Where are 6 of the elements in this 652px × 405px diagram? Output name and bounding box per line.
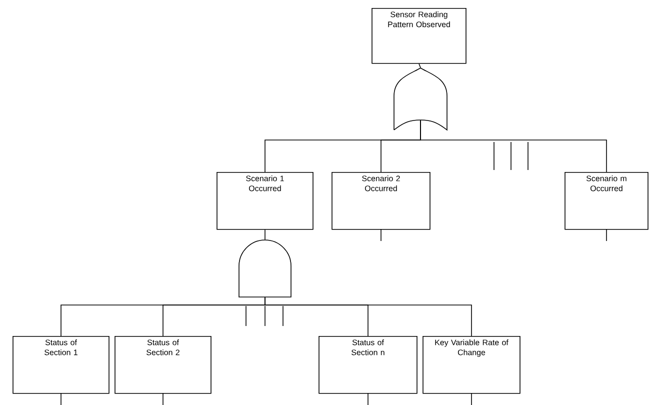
- connector-line: [418, 63, 421, 68]
- connector-line: [264, 229, 266, 240]
- connector-line: [420, 120, 607, 172]
- connector-line: [264, 297, 472, 336]
- and-gate: [238, 240, 292, 298]
- or-gate: [394, 68, 448, 130]
